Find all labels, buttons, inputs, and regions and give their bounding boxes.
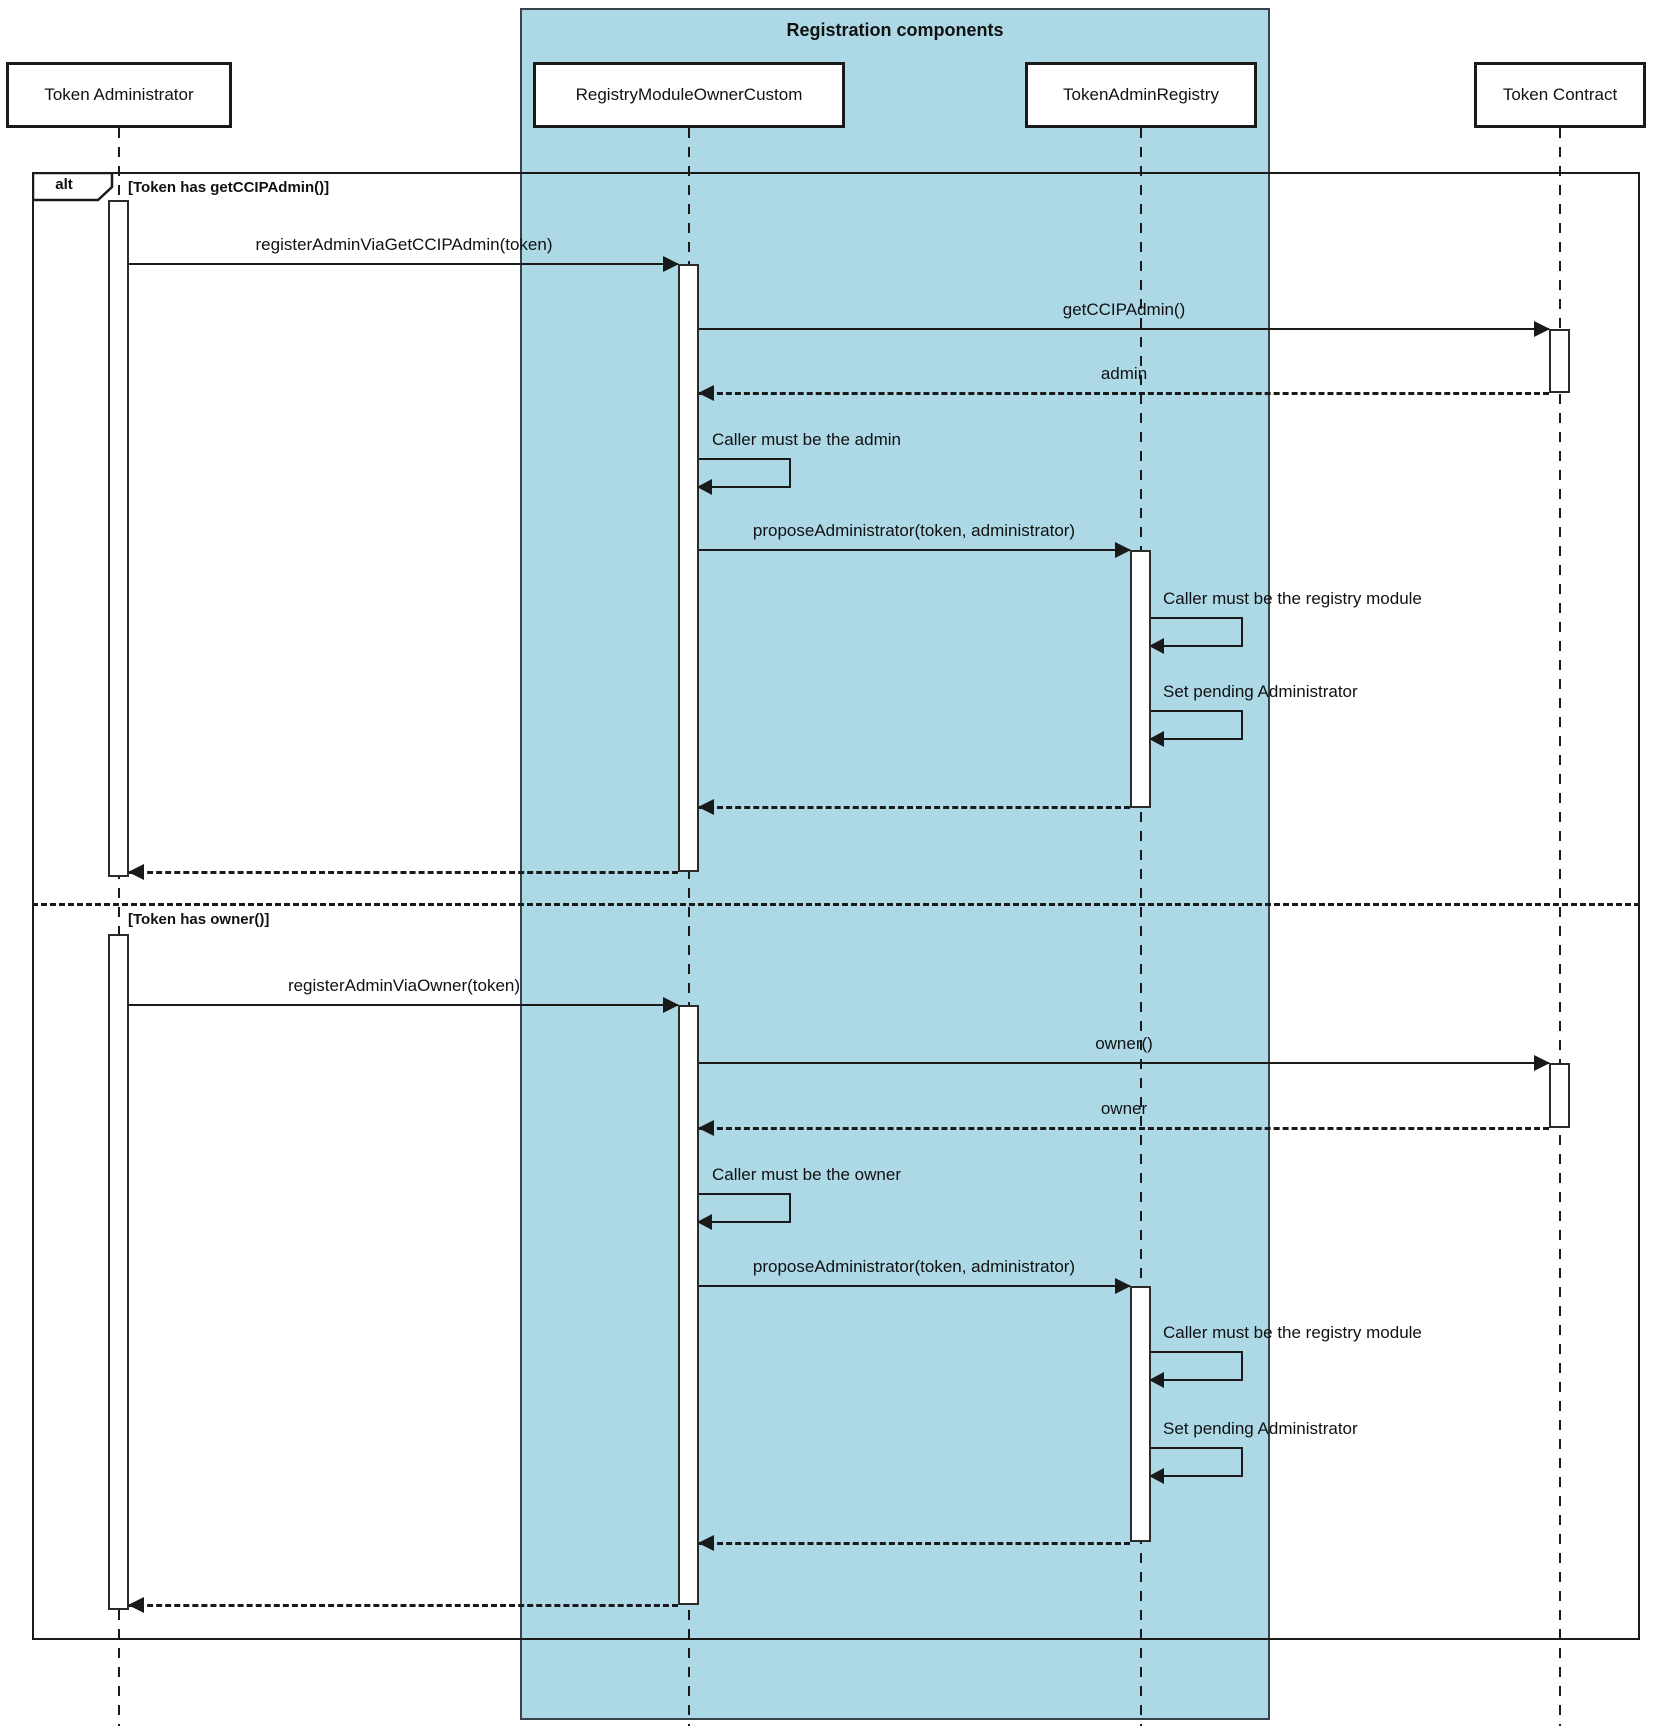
alt-operator-shape xyxy=(32,172,114,202)
arrowhead-icon xyxy=(1534,1055,1550,1071)
self-message-label-registry-check-2: Caller must be the registry module xyxy=(1163,1323,1422,1342)
arrowhead-icon xyxy=(128,864,144,880)
message-label-propose-2: proposeAdministrator(token, administrato… xyxy=(752,1257,1076,1276)
diagram-title: Registration components xyxy=(786,20,1004,40)
arrowhead-icon xyxy=(698,799,714,815)
return-arrow-module-to-admin-2 xyxy=(128,1597,678,1613)
message-label-owner-call: owner() xyxy=(1095,1034,1153,1053)
lifeline-registry-module-owner-custom xyxy=(688,128,690,1726)
activation-token-administrator-2 xyxy=(108,934,129,1610)
participant-token-contract: Token Contract xyxy=(1474,62,1646,128)
lifeline-token-administrator xyxy=(118,128,120,1726)
lifeline-token-contract xyxy=(1559,128,1561,1726)
message-arrow-propose-2 xyxy=(699,1278,1131,1294)
return-arrow-registry-to-module-1 xyxy=(698,799,1130,815)
self-message-loop-caller-owner xyxy=(697,1193,791,1230)
self-message-label-registry-check-1: Caller must be the registry module xyxy=(1163,589,1422,608)
activation-token-administrator-1 xyxy=(108,200,129,877)
self-message-loop-registry-check-1 xyxy=(1149,617,1243,654)
activation-token-admin-registry-2 xyxy=(1130,1286,1151,1542)
arrowhead-icon xyxy=(1149,1468,1164,1484)
self-message-label-caller-admin: Caller must be the admin xyxy=(712,430,901,449)
message-label-propose-1: proposeAdministrator(token, administrato… xyxy=(752,521,1076,540)
self-message-loop-registry-check-2 xyxy=(1149,1351,1243,1388)
message-arrow-owner-return xyxy=(698,1120,1549,1136)
return-arrow-registry-to-module-2 xyxy=(698,1535,1130,1551)
message-arrow-propose-1 xyxy=(699,542,1131,558)
participant-token-administrator: Token Administrator xyxy=(6,62,232,128)
self-message-loop-set-pending-2 xyxy=(1149,1447,1243,1484)
message-label-get-ccip-admin: getCCIPAdmin() xyxy=(1062,300,1186,319)
message-label-admin-return: admin xyxy=(1100,364,1148,383)
message-arrow-get-ccip-admin xyxy=(699,321,1550,337)
arrowhead-icon xyxy=(1149,1372,1164,1388)
self-message-label-caller-owner: Caller must be the owner xyxy=(712,1165,901,1184)
activation-token-admin-registry-1 xyxy=(1130,550,1151,808)
arrowhead-icon xyxy=(663,256,679,272)
self-message-label-set-pending-1: Set pending Administrator xyxy=(1163,682,1358,701)
activation-token-contract-2 xyxy=(1549,1063,1570,1128)
message-label-register-ccip: registerAdminViaGetCCIPAdmin(token) xyxy=(255,235,553,254)
alt-operator-label: alt xyxy=(55,176,73,193)
message-arrow-admin-return xyxy=(698,385,1549,401)
condition-label-2: [Token has owner()] xyxy=(128,911,270,928)
participant-token-admin-registry: TokenAdminRegistry xyxy=(1025,62,1257,128)
arrowhead-icon xyxy=(128,1597,144,1613)
arrowhead-icon xyxy=(697,479,712,495)
participant-registry-module-owner-custom: RegistryModuleOwnerCustom xyxy=(533,62,845,128)
self-message-loop-set-pending-1 xyxy=(1149,710,1243,747)
arrowhead-icon xyxy=(1149,638,1164,654)
arrowhead-icon xyxy=(1115,1278,1131,1294)
message-arrow-owner-call xyxy=(699,1055,1550,1071)
arrowhead-icon xyxy=(663,997,679,1013)
arrowhead-icon xyxy=(1534,321,1550,337)
alt-divider xyxy=(32,903,1640,906)
arrowhead-icon xyxy=(1115,542,1131,558)
self-message-loop-caller-admin xyxy=(697,458,791,495)
message-label-owner-return: owner xyxy=(1100,1099,1148,1118)
return-arrow-module-to-admin-1 xyxy=(128,864,678,880)
arrowhead-icon xyxy=(698,1120,714,1136)
arrowhead-icon xyxy=(698,385,714,401)
activation-token-contract-1 xyxy=(1549,329,1570,393)
self-message-label-set-pending-2: Set pending Administrator xyxy=(1163,1419,1358,1438)
alt-frame xyxy=(32,172,1640,1640)
arrowhead-icon xyxy=(1149,731,1164,747)
message-arrow-register-owner xyxy=(129,997,679,1013)
message-arrow-register-ccip xyxy=(129,256,679,272)
arrowhead-icon xyxy=(698,1535,714,1551)
activation-registry-module-1 xyxy=(678,264,699,872)
activation-registry-module-2 xyxy=(678,1005,699,1605)
lifeline-token-admin-registry xyxy=(1140,128,1142,1726)
arrowhead-icon xyxy=(697,1214,712,1230)
message-label-register-owner: registerAdminViaOwner(token) xyxy=(287,976,521,995)
condition-label-1: [Token has getCCIPAdmin()] xyxy=(128,179,330,196)
